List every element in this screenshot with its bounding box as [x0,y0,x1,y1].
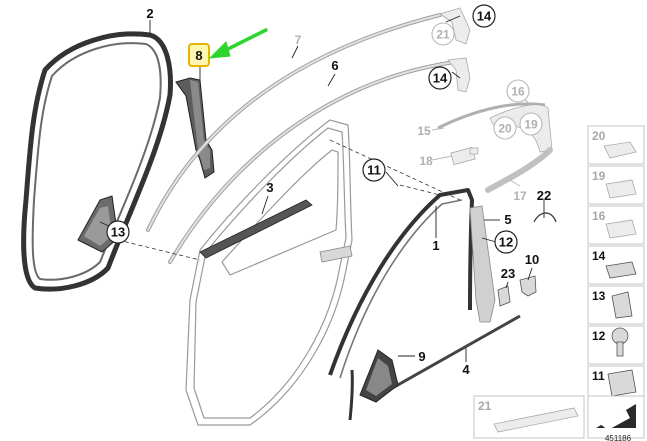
legend-label-16: 16 [592,209,606,223]
mirror-triangle-part-9 [359,349,399,403]
callout-10: 10 [525,252,539,267]
callout-19: 19 [524,118,538,132]
callout-18: 18 [419,154,433,168]
legend-label-19: 19 [592,169,606,183]
callout-15: 15 [417,124,431,138]
bottom-part-cell: 21 [473,395,585,439]
callout-1: 1 [432,238,439,253]
callout-11-circle [362,158,386,182]
callout-17: 17 [513,189,527,203]
callout-12: 12 [499,235,513,250]
legend-label-14: 14 [592,249,606,263]
callout-5: 5 [504,212,511,227]
door-frame-seal [21,31,173,292]
callout-14-upper: 14 [477,9,492,24]
small-parts-legend: 20 19 16 14 13 12 11 [587,125,645,405]
pointer-arrow-icon [208,28,268,59]
pillar-strip [469,205,496,323]
diagram-doc-number: 451186 [605,434,632,441]
callout-11: 11 [367,163,381,178]
roof-moulding-7 [146,13,442,232]
callout-20: 20 [498,122,512,136]
callout-9: 9 [418,349,425,364]
callout-4: 4 [462,362,470,377]
callout-12-circle [494,230,518,254]
legend-label-20: 20 [592,129,606,143]
frame-end-piece-lower [447,57,471,93]
callout-8: 8 [195,48,202,63]
triangle-trim-part-13 [77,195,119,253]
legend-label-12: 12 [592,329,606,343]
callout-23: 23 [501,266,515,281]
clip-part-23 [497,285,511,307]
callout-2: 2 [146,6,153,21]
bottom-label-21: 21 [478,399,492,413]
sill-trim-part-4 [379,314,521,397]
callout-19-circle [519,112,543,136]
leader-lines [99,15,545,362]
direction-arrow-icon [587,395,645,439]
callout-3: 3 [266,180,273,195]
callout-16: 16 [511,85,525,99]
frame-end-piece-upper [439,7,471,45]
callout-8-highlight [188,43,210,67]
callout-21-circle [431,22,455,46]
callout-14-upper-circle [472,4,496,28]
callout-6: 6 [331,58,338,73]
clip-part-22 [533,212,557,223]
window-frame-seal-part-1 [328,188,474,421]
legend-label-13: 13 [592,289,606,303]
callout-22: 22 [537,188,551,203]
window-channel-part-3 [199,199,313,259]
callout-14-lower-circle [428,66,452,90]
dashed-connectors [117,139,461,261]
callout-14-lower: 14 [433,71,448,86]
callout-21: 21 [436,28,450,42]
callout-20-circle [493,116,517,140]
callout-13: 13 [111,225,125,240]
callout-16-circle [506,79,530,103]
roof-moulding-6 [168,60,457,264]
clip-part-10 [519,275,537,297]
callout-7: 7 [295,33,302,47]
callout-13-circle [106,220,130,244]
pillar-trim-part-8 [175,77,215,179]
legend-cell-16 [587,205,645,245]
legend-label-11: 11 [592,369,605,383]
door-shell [185,119,353,426]
